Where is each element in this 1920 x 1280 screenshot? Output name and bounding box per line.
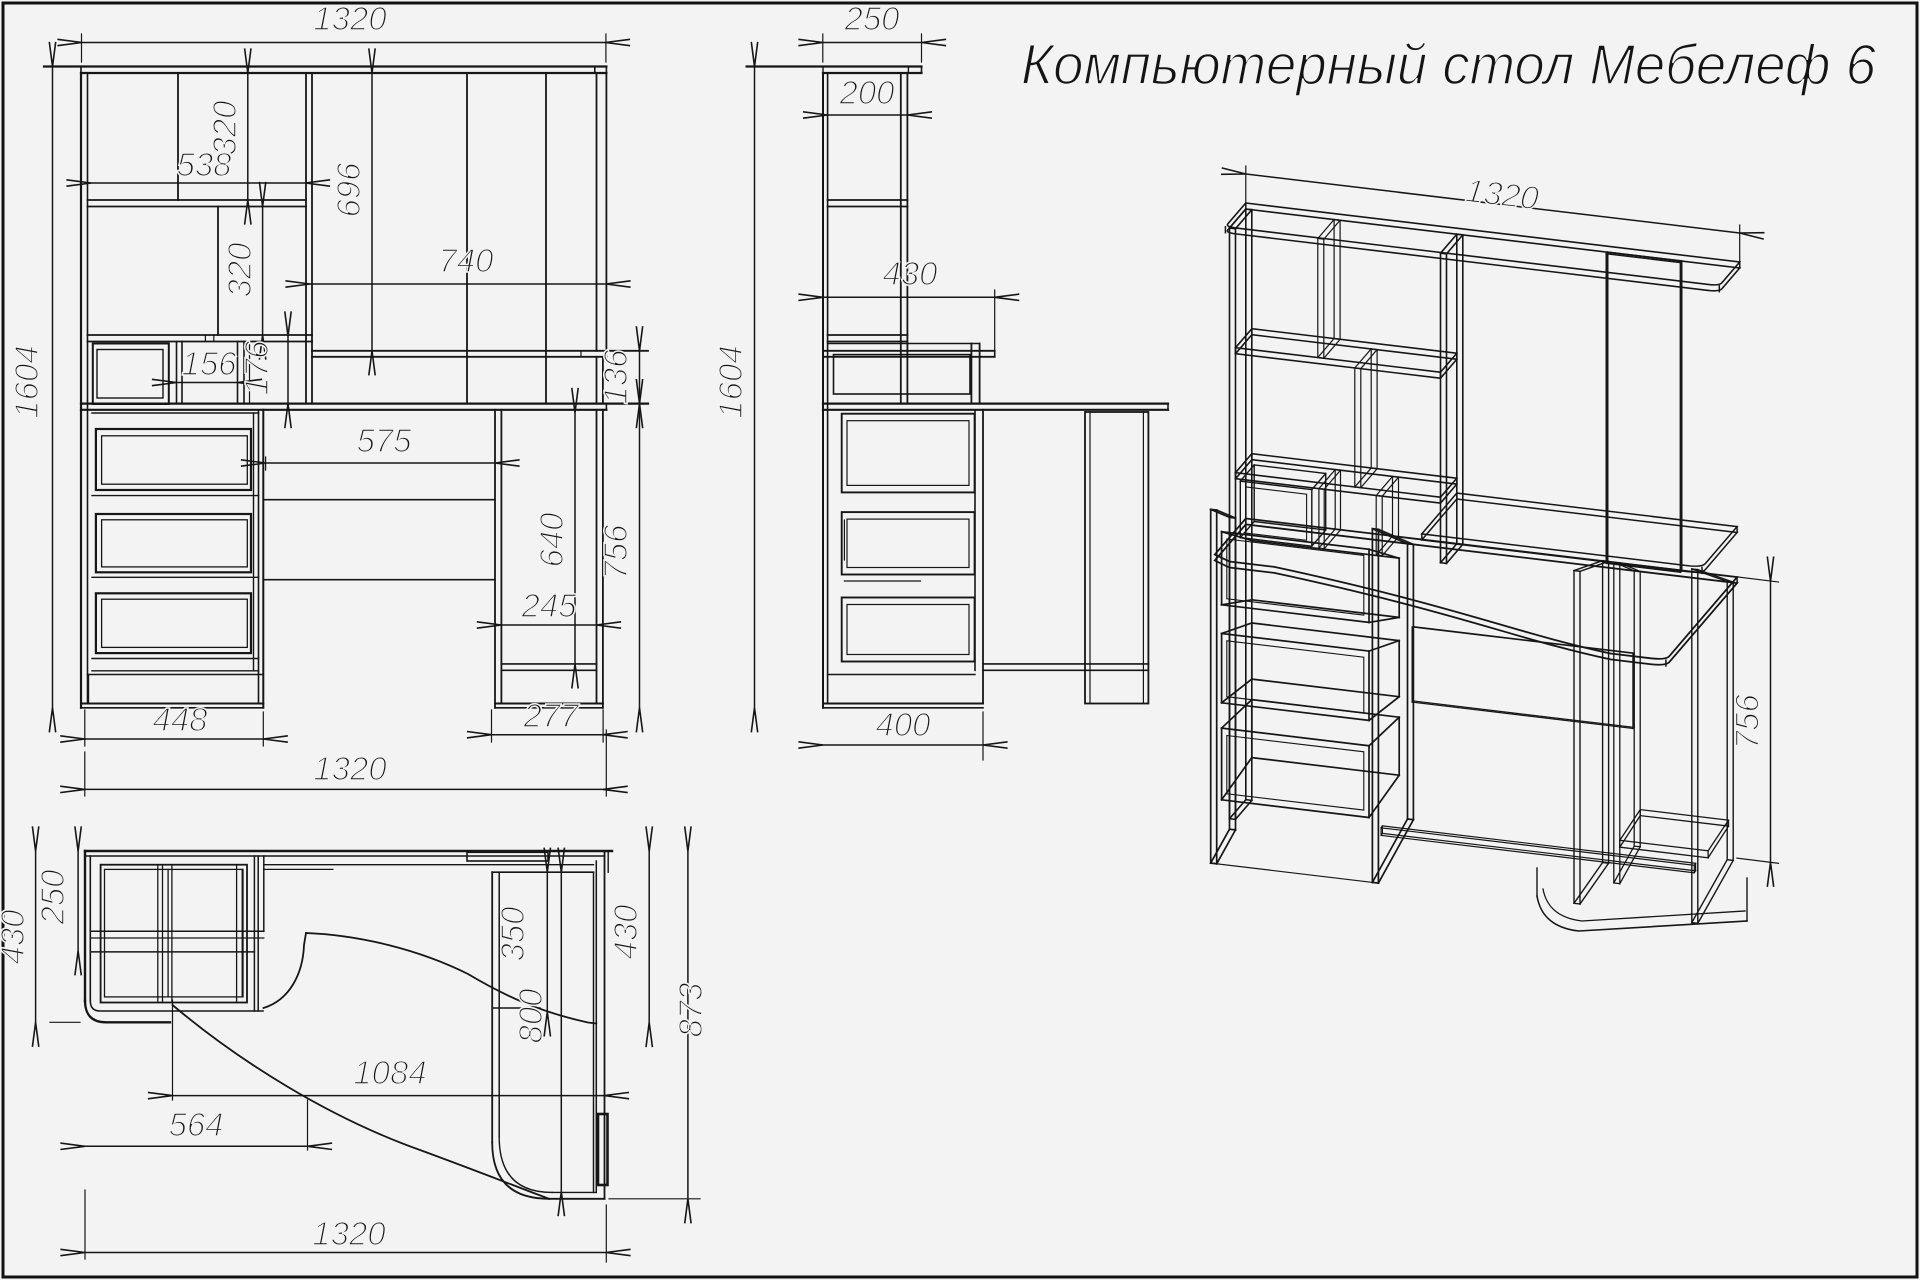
- svg-text:1320: 1320: [313, 0, 387, 37]
- svg-text:320: 320: [206, 100, 243, 156]
- svg-text:640: 640: [533, 512, 570, 568]
- svg-text:400: 400: [875, 706, 931, 743]
- svg-text:448: 448: [152, 701, 208, 738]
- svg-text:156: 156: [181, 345, 237, 382]
- svg-text:320: 320: [221, 242, 258, 298]
- svg-text:756: 756: [1729, 694, 1766, 750]
- svg-text:430: 430: [0, 909, 31, 965]
- svg-text:245: 245: [520, 587, 577, 624]
- svg-text:176: 176: [238, 340, 275, 396]
- svg-text:538: 538: [176, 146, 232, 183]
- svg-text:1084: 1084: [353, 1054, 426, 1091]
- svg-text:873: 873: [672, 982, 709, 1038]
- svg-text:1320: 1320: [1464, 171, 1542, 216]
- svg-text:250: 250: [843, 0, 900, 37]
- svg-text:277: 277: [522, 697, 580, 734]
- svg-text:1604: 1604: [712, 345, 749, 418]
- svg-text:136: 136: [597, 349, 634, 405]
- svg-text:696: 696: [330, 162, 367, 218]
- svg-text:740: 740: [438, 242, 494, 279]
- svg-text:250: 250: [34, 869, 71, 926]
- svg-text:800: 800: [512, 988, 549, 1044]
- svg-text:1320: 1320: [313, 750, 387, 787]
- svg-text:350: 350: [494, 906, 531, 962]
- svg-text:430: 430: [882, 255, 938, 292]
- svg-text:430: 430: [607, 904, 644, 960]
- svg-text:Компьютерный стол Мебелеф 6: Компьютерный стол Мебелеф 6: [1021, 33, 1876, 97]
- svg-text:564: 564: [168, 1106, 223, 1143]
- svg-text:575: 575: [356, 422, 412, 459]
- svg-text:1320: 1320: [312, 1215, 386, 1252]
- svg-text:756: 756: [597, 524, 634, 580]
- svg-text:1604: 1604: [8, 345, 45, 418]
- svg-text:200: 200: [838, 74, 895, 111]
